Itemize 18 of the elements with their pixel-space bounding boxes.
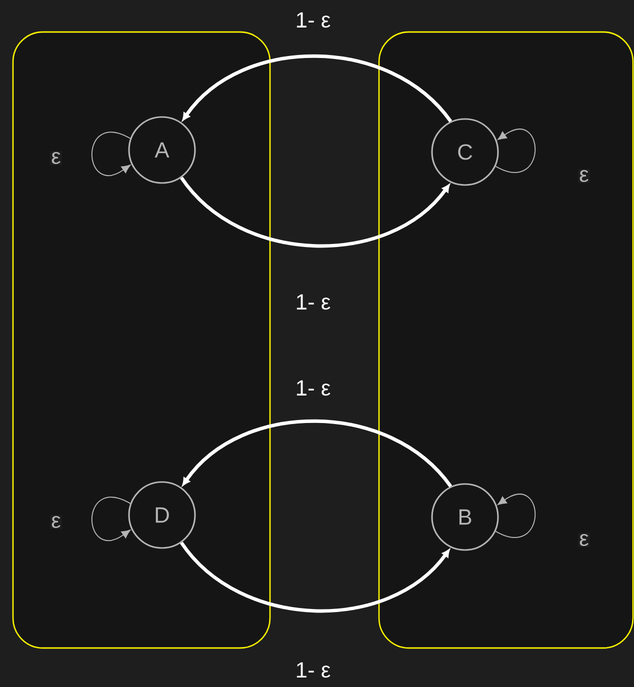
edge-label: 1- ε (294, 11, 332, 29)
edge-label: 1- ε (294, 293, 332, 311)
arrow (180, 542, 450, 613)
group-box (12, 31, 271, 649)
group-box (378, 31, 634, 649)
arrow (91, 132, 131, 176)
edge-label: ε (50, 514, 62, 530)
edge-label: ε (578, 168, 590, 184)
edge-label: 1- ε (294, 379, 332, 397)
arrow (180, 176, 450, 248)
edge-label: ε (578, 532, 590, 548)
arrow (182, 54, 452, 122)
edge-label: ε (50, 150, 62, 166)
arrow (182, 419, 452, 488)
edge-label: 1- ε (294, 661, 332, 679)
arrow (91, 496, 131, 541)
arrow (495, 494, 536, 538)
arrow (495, 128, 536, 173)
